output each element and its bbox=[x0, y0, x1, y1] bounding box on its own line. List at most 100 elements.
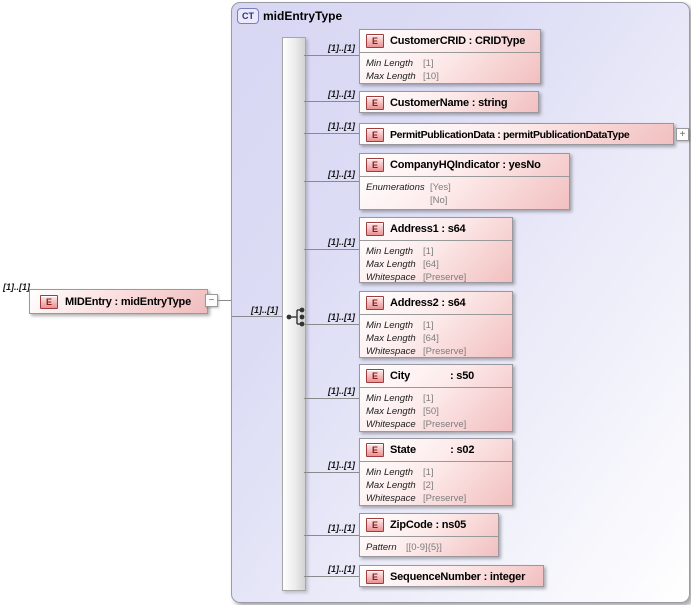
facet-label: Min Length bbox=[366, 467, 414, 478]
facet-label: Min Length bbox=[366, 393, 414, 404]
element-label: PermitPublicationData : permitPublicatio… bbox=[390, 129, 630, 141]
facet-value: [64] bbox=[423, 259, 439, 270]
facet-label: Min Length bbox=[366, 58, 414, 69]
element-box-zipcode[interactable]: E ZipCode : ns05 Pattern[[0-9]{5}] bbox=[359, 513, 499, 557]
element-label: CustomerName : string bbox=[390, 97, 508, 109]
facet-row: Whitespace [Preserve] bbox=[366, 344, 512, 357]
element-label: SequenceNumber : integer bbox=[390, 571, 526, 583]
facet-label: Whitespace bbox=[366, 272, 416, 283]
facet-row: Min Length [1] bbox=[366, 244, 512, 257]
facet-row: Enumerations [Yes] bbox=[366, 180, 569, 193]
element-badge: E bbox=[366, 443, 384, 457]
facet-row: Whitespace[Preserve] bbox=[366, 270, 512, 283]
cardinality-label: [1]..[1] bbox=[328, 169, 355, 179]
facet-row: Min Length [1] bbox=[366, 391, 512, 404]
element-badge: E bbox=[366, 570, 384, 584]
facet-value: [Preserve] bbox=[423, 493, 467, 504]
element-box-permit-publication-data[interactable]: E PermitPublicationData : permitPublicat… bbox=[359, 123, 674, 145]
facet-row: Whitespace [Preserve] bbox=[366, 417, 512, 430]
element-header: E PermitPublicationData : permitPublicat… bbox=[360, 124, 673, 146]
facet-table: Min Length[1] Max Length [64] Whitespace [… bbox=[360, 315, 512, 357]
facet-value: [1] bbox=[423, 393, 434, 404]
complex-type-title: midEntryType bbox=[263, 9, 343, 23]
facet-label: Whitespace bbox=[366, 346, 416, 357]
element-header: E SequenceNumber : integer bbox=[360, 566, 543, 588]
facet-label: Max Length bbox=[366, 259, 416, 270]
cardinality-label: [1]..[1] bbox=[328, 121, 355, 131]
facet-value: [50] bbox=[423, 406, 439, 417]
facet-value: [1] bbox=[423, 246, 434, 257]
facet-label: Enumerations bbox=[366, 182, 425, 193]
element-badge: E bbox=[366, 222, 384, 236]
cardinality-label: [1]..[1] bbox=[328, 564, 355, 574]
element-box-customer-name[interactable]: E CustomerName : string bbox=[359, 91, 539, 113]
facet-row: Min Length[1] bbox=[366, 465, 512, 478]
facet-label: Whitespace bbox=[366, 419, 416, 430]
cardinality-label: [1]..[1] bbox=[328, 237, 355, 247]
element-header: E ZipCode : ns05 bbox=[360, 514, 498, 537]
facet-label: Min Length bbox=[366, 246, 414, 257]
facet-label: Max Length bbox=[366, 71, 416, 82]
sequence-icon bbox=[286, 307, 305, 327]
element-badge: E bbox=[366, 96, 384, 110]
element-header: E City : s50 bbox=[360, 365, 512, 388]
element-label: CompanyHQIndicator : yesNo bbox=[390, 159, 541, 171]
connector-line bbox=[304, 324, 359, 325]
root-element-box[interactable]: E MIDEntry : midEntryType bbox=[29, 289, 208, 314]
connector-line bbox=[304, 472, 359, 473]
facet-row: Min Length[1] bbox=[366, 318, 512, 331]
connector-line bbox=[304, 535, 359, 536]
root-element-label: MIDEntry : midEntryType bbox=[65, 295, 191, 308]
element-header: E Address1 : s64 bbox=[360, 218, 512, 241]
facet-table: Min Length[1] Max Length [2] Whitespace [P… bbox=[360, 462, 512, 504]
element-box-sequence-number[interactable]: E SequenceNumber : integer bbox=[359, 565, 544, 587]
facet-value: [1] bbox=[423, 58, 434, 69]
facet-row: Min Length [1] bbox=[366, 56, 540, 69]
facet-value: [Preserve] bbox=[423, 419, 467, 430]
element-header: E CustomerCRID : CRIDType bbox=[360, 30, 540, 53]
facet-value: [2] bbox=[423, 480, 434, 491]
facet-row: Max Length[50] bbox=[366, 404, 512, 417]
element-label: Address2 : s64 bbox=[390, 297, 466, 309]
element-box-company-hq-indicator[interactable]: E CompanyHQIndicator : yesNo Enumeration… bbox=[359, 153, 570, 210]
facet-row: Max Length [64] bbox=[366, 257, 512, 270]
facet-row: Max Length [2] bbox=[366, 478, 512, 491]
cardinality-label: [1]..[1] bbox=[251, 305, 278, 315]
element-box-address2[interactable]: E Address2 : s64 Min Length[1] Max Lengt… bbox=[359, 291, 513, 358]
connector-line bbox=[218, 300, 232, 301]
sequence-bar[interactable] bbox=[282, 37, 306, 591]
facet-label: Pattern bbox=[366, 542, 397, 553]
connector-line bbox=[304, 249, 359, 250]
facet-label: Max Length bbox=[366, 480, 416, 491]
element-header: E State : s02 bbox=[360, 439, 512, 462]
connector-line bbox=[232, 316, 283, 317]
facet-value: [Preserve] bbox=[423, 346, 467, 357]
facet-table: Min Length [1] Max Length [64] Whitespace[… bbox=[360, 241, 512, 283]
element-box-city[interactable]: E City : s50 Min Length [1] Max Length[50… bbox=[359, 364, 513, 432]
facet-label: Whitespace bbox=[366, 493, 416, 504]
connector-line bbox=[304, 398, 359, 399]
element-label: CustomerCRID : CRIDType bbox=[390, 35, 526, 47]
connector-line bbox=[304, 55, 359, 56]
element-header: E CustomerName : string bbox=[360, 92, 538, 114]
facet-value: [1] bbox=[423, 320, 434, 331]
facet-table: Enumerations [Yes] [No] bbox=[360, 177, 569, 206]
element-label: ZipCode : ns05 bbox=[390, 519, 467, 531]
facet-value: [Yes] bbox=[430, 182, 451, 193]
facet-value: [64] bbox=[423, 333, 439, 344]
expand-button[interactable]: + bbox=[676, 128, 689, 141]
element-box-address1[interactable]: E Address1 : s64 Min Length [1] Max Lengt… bbox=[359, 217, 513, 283]
facet-value: [10] bbox=[423, 71, 439, 82]
facet-label: Max Length bbox=[366, 333, 416, 344]
element-header: E CompanyHQIndicator : yesNo bbox=[360, 154, 569, 177]
facet-value: [No] bbox=[430, 195, 448, 206]
facet-row: Max Length [10] bbox=[366, 69, 540, 82]
connector-line bbox=[304, 133, 359, 134]
collapse-button[interactable]: − bbox=[205, 294, 218, 307]
element-box-customer-crid[interactable]: E CustomerCRID : CRIDType Min Length[1] … bbox=[359, 29, 541, 84]
element-header: E Address2 : s64 bbox=[360, 292, 512, 315]
element-box-state[interactable]: E State : s02 Min Length[1] Max Length [2… bbox=[359, 438, 513, 506]
complex-type-container[interactable]: CT midEntryType [1]..[1] [1]..[1] bbox=[231, 2, 690, 603]
cardinality-label: [1]..[1] bbox=[328, 312, 355, 322]
